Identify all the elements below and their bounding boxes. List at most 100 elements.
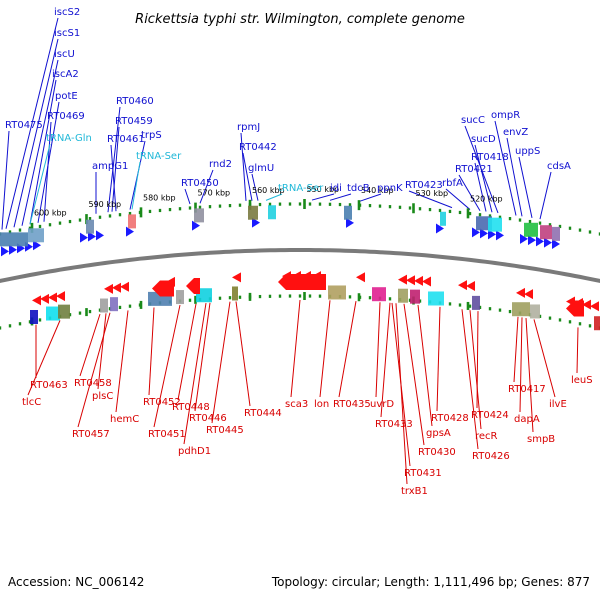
leader-line-iscs2 — [5, 17, 59, 229]
kbp-tick — [139, 300, 143, 309]
minor-tick-outer — [408, 206, 412, 210]
gene-label-rt0475[interactable]: RT0475 — [5, 120, 43, 131]
gene-label-iscs1[interactable]: iscS1 — [54, 28, 80, 39]
gene-label-rt0417[interactable]: RT0417 — [508, 384, 546, 395]
gene-label-rt0460[interactable]: RT0460 — [116, 96, 154, 107]
gene-label-rt0433[interactable]: RT0433 — [375, 419, 413, 430]
minor-tick-outer — [558, 224, 562, 229]
gene-label-trps[interactable]: trpS — [141, 130, 162, 141]
kbp-tick — [248, 199, 252, 210]
gene-label-glmu[interactable]: glmU — [248, 163, 274, 174]
gene-label-rt0463[interactable]: RT0463 — [30, 380, 68, 391]
gene-label-upps[interactable]: uppS — [515, 146, 540, 157]
gene-label-tlcc[interactable]: tlcC — [22, 397, 41, 408]
gene-label-leus[interactable]: leuS — [571, 375, 593, 386]
gene-label-trxb1[interactable]: trxB1 — [401, 486, 428, 497]
gene-label-rt0442[interactable]: RT0442 — [239, 142, 277, 153]
gene-label-pote[interactable]: potE — [55, 91, 78, 102]
gene-label-rt0469[interactable]: RT0469 — [47, 111, 85, 122]
gene-label-iscu[interactable]: iscU — [54, 49, 75, 60]
gene-label-envz[interactable]: envZ — [503, 127, 528, 138]
leader-line-rt0435 — [338, 301, 357, 398]
leader-line-isca2 — [29, 79, 57, 225]
leader-line-rt0450 — [184, 188, 191, 205]
gene-label-rt0458[interactable]: RT0458 — [74, 378, 112, 389]
gene-label-rt0423[interactable]: RT0423 — [405, 180, 443, 191]
gene-label-iscs2[interactable]: iscS2 — [54, 7, 80, 18]
minor-tick-outer — [188, 206, 192, 210]
reverse-gene-arrow — [104, 283, 113, 294]
gene-label-rt0452[interactable]: RT0452 — [143, 397, 181, 408]
gene-label-ilve[interactable]: ilvE — [549, 399, 567, 410]
gene-label-ppnk[interactable]: ppnK — [377, 183, 403, 194]
gene-label-rt0451[interactable]: RT0451 — [148, 429, 186, 440]
gene-label-uvrd[interactable]: uvrD — [370, 399, 394, 410]
gene-label-rt0459[interactable]: RT0459 — [115, 116, 153, 127]
gene-label-rt0426[interactable]: RT0426 — [472, 451, 510, 462]
gene-label-rt0457[interactable]: RT0457 — [72, 429, 110, 440]
reverse-gene-arrow — [466, 281, 475, 292]
kbp-tick — [357, 200, 361, 211]
minor-tick-inner — [228, 296, 232, 300]
leader-line-uvrd — [375, 302, 381, 398]
gene-label-plsc[interactable]: plsC — [92, 391, 113, 402]
leader-line-gpsa — [417, 304, 433, 427]
leader-line-sca3 — [290, 299, 301, 398]
gene-label-tdcb[interactable]: tdcB — [347, 183, 370, 194]
minor-tick-inner — [498, 308, 502, 312]
minor-tick-outer — [158, 208, 162, 213]
gene-label-recr[interactable]: recR — [475, 431, 498, 442]
gene-label-rpmj[interactable]: rpmJ — [237, 122, 260, 133]
gene-label-pdhd1[interactable]: pdhD1 — [178, 446, 211, 457]
gene-label-isca2[interactable]: iscA2 — [52, 69, 79, 80]
kbp-label-530: 530 kbp — [416, 189, 449, 198]
minor-tick-outer — [438, 208, 442, 213]
kbp-label-590: 590 kbp — [89, 200, 122, 209]
gene-label-rt0424[interactable]: RT0424 — [471, 410, 509, 421]
gene-label-rt0431[interactable]: RT0431 — [404, 468, 442, 479]
gene-label-rt0430[interactable]: RT0430 — [418, 447, 456, 458]
gene-label-rt0418[interactable]: RT0418 — [471, 152, 509, 163]
leader-line-hemc — [115, 310, 129, 413]
gene-label-succ[interactable]: sucC — [461, 115, 485, 126]
forward-gene-arrow — [192, 220, 200, 231]
reverse-gene-arrow — [48, 292, 57, 303]
reverse-gene-block — [410, 289, 420, 304]
gene-label-rt0448[interactable]: RT0448 — [172, 402, 210, 413]
leader-line-rt0423 — [408, 190, 453, 209]
gene-label-rt0428[interactable]: RT0428 — [431, 413, 469, 424]
gene-label-hemc[interactable]: hemC — [110, 414, 139, 425]
gene-label-idi[interactable]: idi — [330, 183, 342, 194]
gene-label-smpb[interactable]: smpB — [527, 434, 555, 445]
gene-label-sucd[interactable]: sucD — [471, 134, 496, 145]
gene-label-ompr[interactable]: ompR — [491, 110, 520, 121]
gene-label-trna-ser[interactable]: tRNA-Ser — [136, 151, 182, 162]
gene-label-rt0461[interactable]: RT0461 — [107, 134, 145, 145]
gene-label-rnd2[interactable]: rnd2 — [209, 159, 232, 170]
gene-label-rt0421[interactable]: RT0421 — [455, 164, 493, 175]
minor-tick-outer — [38, 224, 42, 229]
gene-label-sca3[interactable]: sca3 — [285, 399, 308, 410]
minor-tick-inner — [0, 326, 2, 330]
minor-tick-outer — [78, 218, 82, 222]
kbp-label-570: 570 kbp — [198, 189, 231, 198]
gene-label-gpsa[interactable]: gpsA — [426, 428, 451, 439]
gene-label-rt0435[interactable]: RT0435 — [333, 399, 371, 410]
gene-label-rbfa[interactable]: rbfA — [442, 178, 463, 189]
gene-label-ampg1[interactable]: ampG1 — [92, 161, 128, 172]
gene-label-rt0445[interactable]: RT0445 — [206, 425, 244, 436]
gene-label-dapa[interactable]: dapA — [514, 414, 540, 425]
gene-label-lon[interactable]: lon — [314, 399, 329, 410]
gene-label-rt0446[interactable]: RT0446 — [189, 413, 227, 424]
gene-label-rt0444[interactable]: RT0444 — [244, 408, 282, 419]
gene-label-rt0450[interactable]: RT0450 — [181, 178, 219, 189]
minor-tick-inner — [318, 294, 322, 298]
minor-tick-outer — [218, 204, 222, 208]
reverse-gene-block — [328, 285, 346, 300]
gene-label-trna-gln[interactable]: tRNA-Gln — [46, 133, 92, 144]
forward-gene-arrow — [80, 232, 88, 243]
gene-label-trna-ser[interactable]: tRNA-Ser — [278, 183, 324, 194]
gene-label-cdsa[interactable]: cdsA — [547, 161, 571, 172]
forward-gene-block — [0, 232, 28, 247]
